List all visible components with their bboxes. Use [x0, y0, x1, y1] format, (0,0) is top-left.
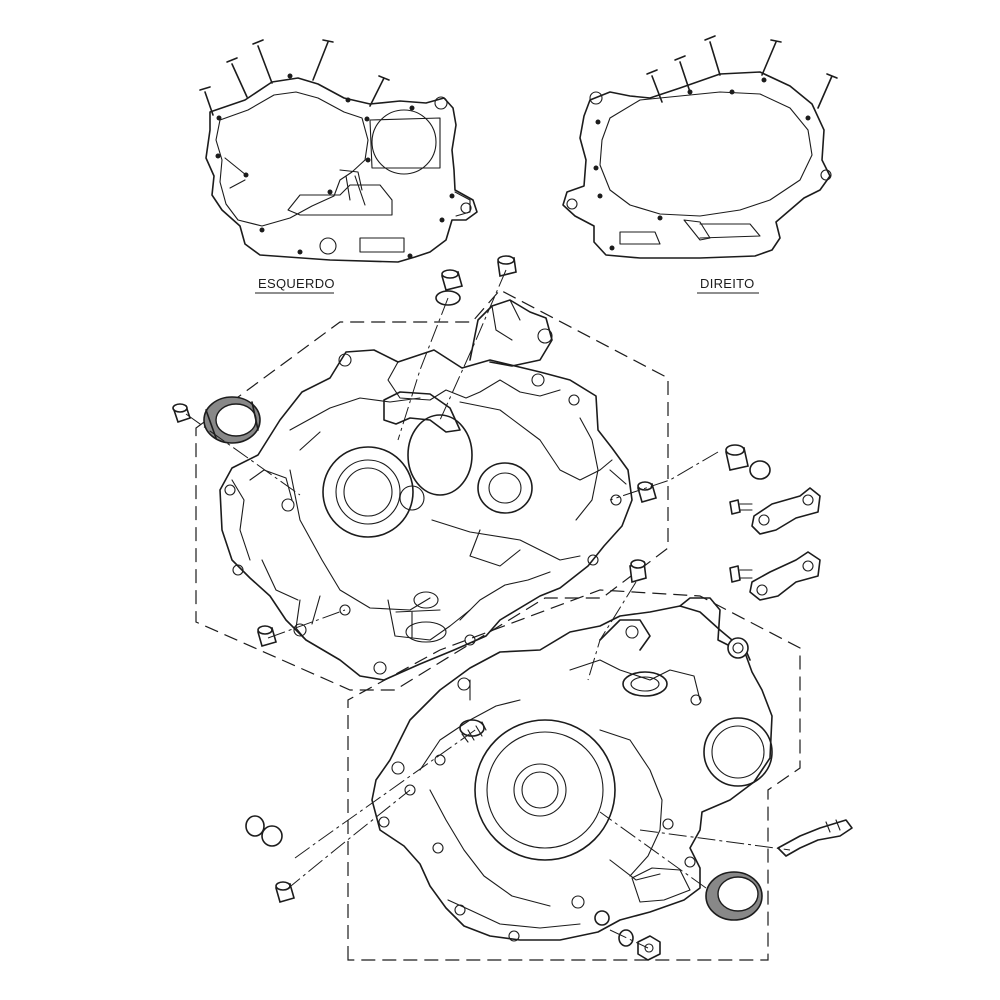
upper-case-outline — [219, 349, 633, 681]
side-clip — [777, 819, 853, 857]
dowel-pin — [637, 481, 657, 503]
lower-case-bolt-holes — [378, 677, 702, 942]
left-gasket-inner — [215, 91, 369, 227]
lower-mounting-lug — [599, 619, 651, 651]
lower-threaded-insert — [459, 719, 487, 743]
o-ring — [435, 290, 461, 306]
dowel-pin — [275, 881, 295, 903]
drain-bolt — [637, 935, 661, 961]
o-ring — [749, 460, 771, 480]
lower-crankcase-half — [371, 597, 773, 942]
lower-clutch-bore — [474, 719, 616, 861]
dowel-pin — [497, 255, 517, 277]
o-rings — [245, 290, 771, 947]
upper-case-bolt-holes — [224, 353, 622, 675]
o-ring — [618, 929, 634, 947]
dowel-pin — [441, 269, 463, 291]
left-gasket-studs — [199, 39, 390, 116]
left-main-bearing — [203, 396, 261, 444]
left-gasket-bolt-hole — [319, 237, 337, 255]
bolt — [729, 565, 753, 583]
right-gasket-outline — [562, 71, 831, 259]
dowel-pins — [172, 255, 749, 903]
bolt — [729, 499, 753, 515]
upper-cylinder-opening — [407, 414, 473, 496]
right-gasket-inner — [599, 91, 813, 217]
left-gasket-dowel-dots — [215, 73, 455, 259]
dowel-pin — [725, 444, 749, 471]
upper-main-bearing-bore — [322, 446, 414, 538]
left-gasket-bore — [371, 109, 437, 175]
upper-shaft-boss — [477, 462, 533, 514]
right-main-bearing — [705, 871, 763, 921]
lower-oil-filler — [622, 671, 668, 697]
left-gasket-outline — [205, 77, 478, 263]
right-gasket-channel — [619, 219, 711, 245]
upper-case-boundary — [195, 289, 669, 691]
right-gasket — [562, 35, 838, 259]
lower-bracket — [749, 551, 821, 601]
lower-case-outline — [371, 605, 773, 941]
dowel-pin — [172, 403, 192, 424]
lower-cylinder-bore — [703, 717, 773, 787]
lower-case-boundary — [347, 589, 801, 961]
label-direito: DIREITO — [700, 276, 755, 291]
left-gasket — [199, 39, 478, 263]
o-ring — [261, 825, 283, 847]
right-gasket-dowel-dots — [593, 77, 811, 251]
dowel-pin — [629, 559, 647, 584]
label-esquerdo: ESQUERDO — [258, 276, 335, 291]
upper-bracket — [751, 487, 821, 535]
left-gasket-channel — [287, 184, 393, 216]
upper-crankcase-half — [219, 299, 633, 681]
assembly-center-lines — [185, 269, 791, 949]
dowel-pin — [257, 625, 277, 647]
left-gasket-slot — [369, 117, 441, 169]
right-gasket-studs — [646, 35, 838, 109]
upper-shift-lever — [383, 391, 461, 433]
o-ring — [245, 815, 265, 837]
upper-top-mount — [469, 299, 553, 367]
